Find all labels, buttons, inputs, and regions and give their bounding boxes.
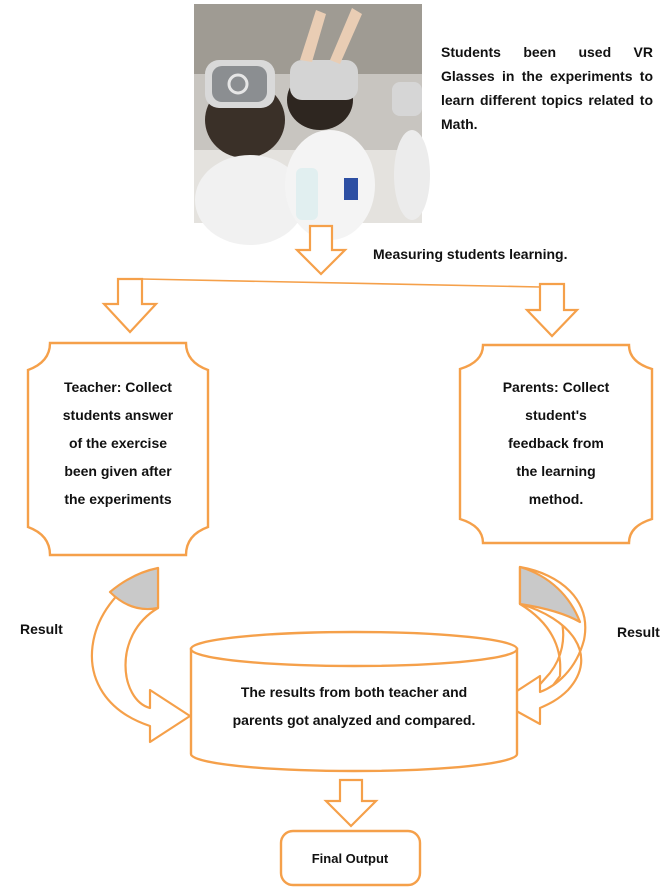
teacher-line: been given after — [64, 463, 172, 479]
split-line — [118, 278, 541, 288]
left-curved-arrow-shade — [108, 566, 160, 611]
right-curved-arrow-shade — [518, 565, 582, 624]
left-branch-arrow — [101, 277, 159, 334]
result-label-right: Result — [617, 624, 660, 640]
final-output-label: Final Output — [312, 851, 389, 866]
parents-line: the learning — [516, 463, 595, 479]
parents-line: method. — [529, 491, 583, 507]
parents-line: Parents: Collect — [503, 379, 610, 395]
down-arrow-to-final — [323, 778, 379, 828]
teacher-line: students answer — [63, 407, 174, 423]
measure-label: Measuring students learning. — [373, 246, 567, 262]
result-label-left: Result — [20, 621, 63, 637]
parents-line: feedback from — [508, 435, 604, 451]
teacher-line: of the exercise — [69, 435, 167, 451]
parents-box — [458, 343, 654, 545]
analysis-cylinder — [189, 630, 519, 773]
final-output-box — [279, 829, 422, 887]
teacher-box — [26, 341, 210, 557]
down-arrow-from-photo — [294, 224, 348, 276]
analysis-text: The results from both teacher and parent… — [233, 684, 476, 728]
analysis-line: parents got analyzed and compared. — [233, 712, 476, 728]
photo-caption: Students been used VR Glasses in the exp… — [441, 44, 653, 132]
teacher-line: Teacher: Collect — [64, 379, 172, 395]
analysis-line: The results from both teacher and — [241, 684, 467, 700]
teacher-line: the experiments — [64, 491, 172, 507]
vr-students-photo — [194, 4, 430, 245]
right-branch-arrow — [524, 282, 580, 338]
parents-box-text: Parents: Collect student's feedback from… — [503, 379, 610, 507]
teacher-box-text: Teacher: Collect students answer of the … — [63, 379, 174, 507]
left-curved-arrow — [90, 566, 192, 744]
parents-line: student's — [525, 407, 587, 423]
